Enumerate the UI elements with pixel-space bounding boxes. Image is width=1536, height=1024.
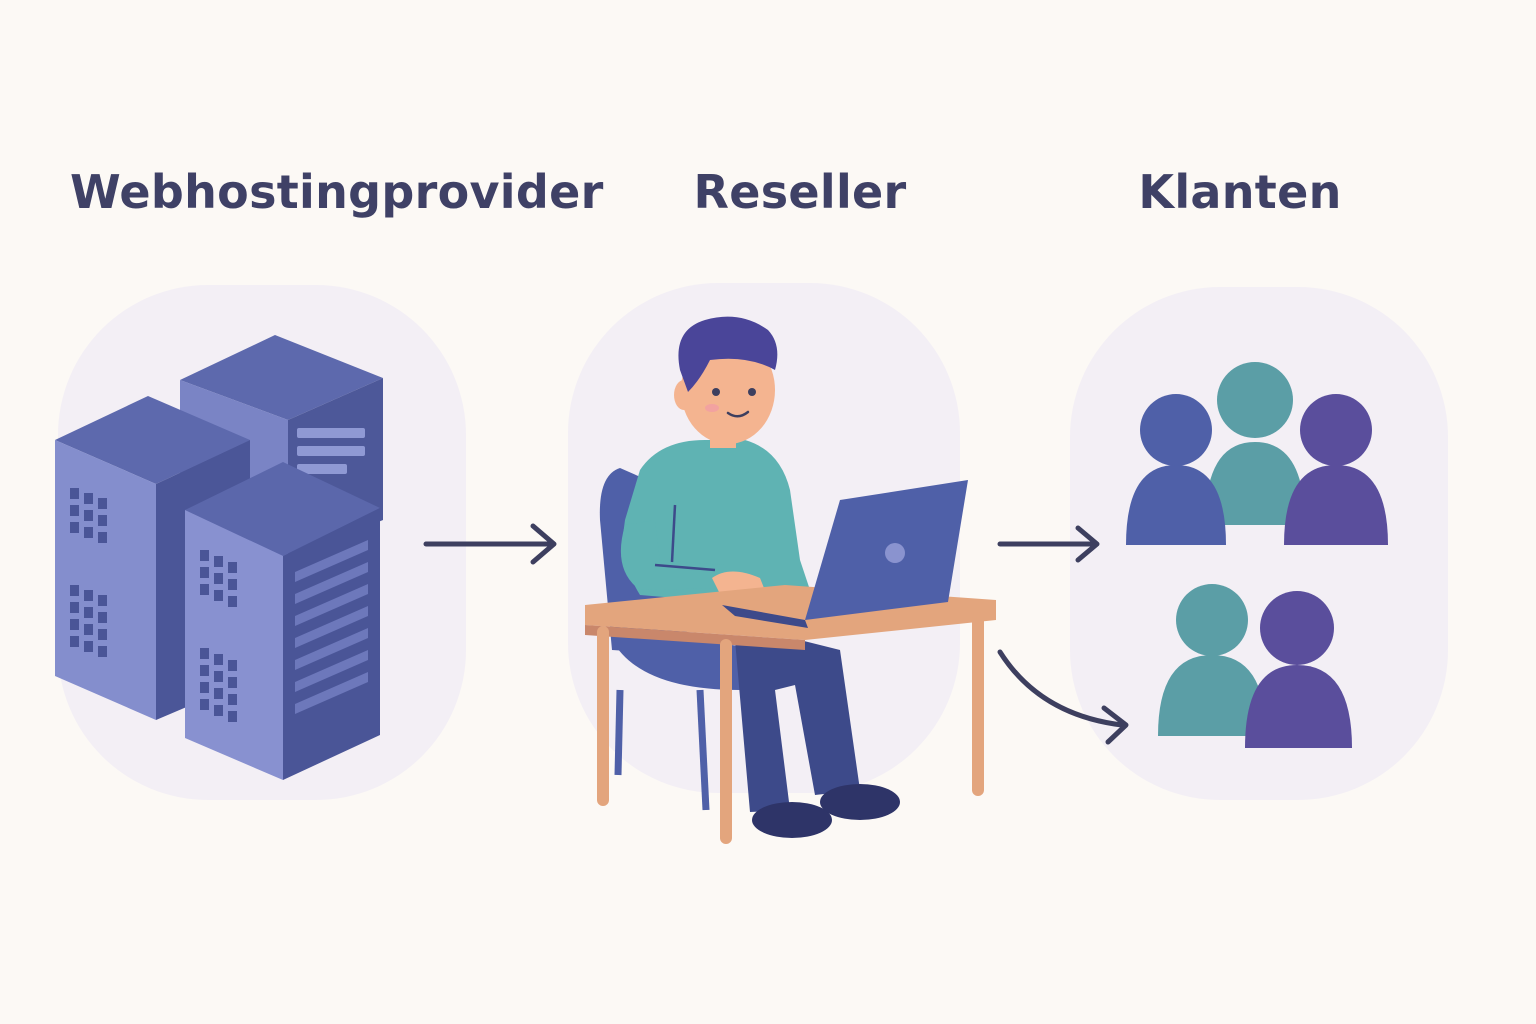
- client-bottom-left: [1158, 584, 1266, 736]
- client-top-center: [1205, 362, 1305, 525]
- arrow-right-icon: [423, 523, 557, 565]
- server-stack-icon: [55, 335, 383, 780]
- server-front: [185, 462, 380, 780]
- arrow-to-clients-bottom: [997, 649, 1129, 745]
- reseller-label: Reseller: [693, 165, 907, 219]
- client-group-icon: [1126, 362, 1388, 748]
- laptop-icon: [722, 480, 968, 628]
- client-top-right: [1284, 394, 1388, 545]
- arrow-to-clients-top: [997, 525, 1100, 563]
- provider-label: Webhostingprovider: [70, 165, 604, 219]
- client-top-left: [1126, 394, 1226, 545]
- client-bottom-right: [1245, 591, 1352, 748]
- clients-label: Klanten: [1138, 165, 1342, 219]
